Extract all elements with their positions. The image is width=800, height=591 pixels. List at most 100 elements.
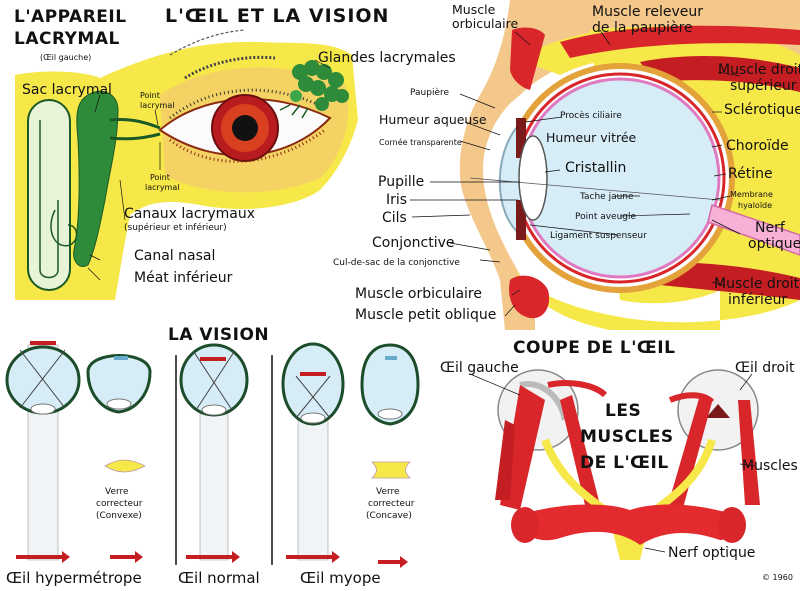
label-point-aveugle: Point aveugle: [575, 212, 637, 222]
label-muscle-petit-oblique: Muscle petit oblique: [355, 307, 496, 323]
label-cristallin: Cristallin: [565, 160, 626, 176]
label-muscle-orbiculaire-top-2: orbiculaire: [452, 16, 518, 31]
label-canaux: Canaux lacrymaux: [124, 206, 255, 222]
muscle-droit-inferieur: [660, 262, 800, 300]
eyebrow: [184, 55, 276, 80]
label-conjonctive: Conjonctive: [372, 235, 455, 251]
cristallin: [518, 135, 548, 221]
canal-inferieur: [109, 132, 161, 141]
label-humeur-vitree: Humeur vitrée: [546, 130, 637, 145]
lacrymal-leaders: [87, 59, 331, 281]
iris-upper: [516, 118, 526, 158]
label-normal: Œil normal: [178, 569, 260, 587]
lower-lashes: [169, 128, 326, 163]
muscle-releveur: [560, 25, 800, 58]
vision-hypermetrope: [5, 341, 81, 563]
lacrymal-illustration: [15, 29, 358, 300]
muscles-heading-1: LES: [605, 401, 641, 421]
glandes-lacrymales: [279, 60, 349, 119]
verre2-l2: correcteur: [368, 499, 415, 509]
coupe-heading: COUPE DE L'ŒIL: [513, 338, 675, 358]
label-nerf-1: Nerf: [755, 220, 786, 236]
label-pupille: Pupille: [378, 174, 424, 190]
vision-normal: [179, 343, 249, 563]
muscle-orbiculaire-top: [510, 27, 545, 90]
verre1-l3: (Convexe): [96, 511, 142, 521]
canal-loop: [50, 209, 78, 247]
label-proces-ciliaire: Procès ciliaire: [560, 110, 622, 121]
vision-hypermetrope-corrected: [86, 354, 152, 563]
iris-lower: [516, 200, 526, 240]
coupe-leaders: [410, 29, 741, 317]
label-membrane-2: hyaloïde: [738, 201, 772, 210]
muscles-illustration: [495, 369, 760, 560]
label-cul-de-sac: Cul-de-sac de la conjonctive: [333, 258, 460, 268]
label-point-inf-2: lacrymal: [145, 183, 179, 192]
label-droit-inf-1: Muscle droit: [714, 276, 800, 292]
hyper-lens: [30, 403, 56, 415]
hyper-arrow-bottom: [16, 555, 62, 559]
concave-lens: [371, 461, 411, 479]
label-sac-lacrymal: Sac lacrymal: [22, 82, 112, 98]
label-membrane-1: Membrane: [730, 190, 773, 199]
label-muscles: Muscles: [742, 458, 798, 474]
footer-year: © 1960: [762, 573, 793, 582]
label-glandes: Glandes lacrymales: [318, 50, 456, 66]
label-oeil-droit: Œil droit: [735, 360, 795, 376]
label-droit-inf-2: inférieur: [728, 292, 787, 308]
label-releveur-1: Muscle releveur: [592, 4, 703, 20]
label-point-sup-2: lacrymal: [140, 101, 174, 110]
label-muscle-orbiculaire: Muscle orbiculaire: [355, 286, 482, 302]
label-choroide: Choroïde: [726, 138, 789, 154]
muscle-petit-oblique: [509, 275, 550, 319]
label-retine: Rétine: [728, 166, 773, 182]
retine: [519, 77, 721, 279]
label-humeur-aqueuse: Humeur aqueuse: [379, 112, 487, 127]
vision-heading: LA VISION: [168, 325, 269, 345]
myope-corr-eye: [360, 343, 420, 426]
label-droit-sup-2: supérieur: [730, 78, 797, 94]
muscles-leaders: [469, 373, 756, 553]
coupe-illustration: [459, 0, 800, 330]
muscle-droit-superieur: [640, 56, 800, 92]
lacrymal-heading-1: L'APPAREIL: [14, 7, 127, 27]
label-myope: Œil myope: [300, 569, 381, 587]
label-releveur-2: de la paupière: [592, 20, 693, 36]
label-hypermetrope: Œil hypermétrope: [6, 569, 142, 587]
lacrymal-sub: (Œil gauche): [40, 53, 91, 62]
label-paupiere: Paupière: [410, 87, 449, 98]
label-ligament: Ligament suspenseur: [550, 231, 647, 241]
label-iris: Iris: [386, 192, 407, 208]
label-sclerotique: Sclérotique: [724, 102, 800, 118]
label-muscle-orbiculaire-top-1: Muscle: [452, 2, 496, 17]
convex-lens: [104, 459, 146, 473]
nasal-cavity: [27, 99, 71, 291]
label-canaux-sub: (supérieur et inférieur): [124, 222, 227, 233]
muscle-base-ring: [519, 504, 740, 545]
vision-dividers: [175, 355, 273, 565]
vision-myope-corrected: [360, 343, 420, 568]
canal-superieur: [109, 118, 161, 130]
label-point-inf-1: Point: [150, 173, 170, 182]
hyper-corr-eye: [86, 354, 152, 414]
sac-lacrymal: [73, 90, 119, 267]
hyper-arrow-top: [30, 341, 56, 345]
nasal-inner: [39, 120, 59, 279]
label-droit-sup-1: Muscle droit: [718, 62, 800, 78]
lacrymal-heading-2: LACRYMAL: [14, 29, 120, 49]
feather-decoration: [169, 29, 246, 56]
page-title: L'ŒIL ET LA VISION: [165, 5, 389, 27]
label-point-sup-1: Point: [140, 91, 160, 100]
verre1-l2: correcteur: [96, 499, 143, 509]
vision-myope: [281, 342, 345, 563]
label-meat: Méat inférieur: [134, 270, 233, 286]
label-cornee: Cornée transparente: [379, 137, 462, 147]
label-nerf-optique: Nerf optique: [668, 545, 755, 561]
nerf-optique-coupe: [707, 204, 800, 256]
verre2-l3: (Concave): [366, 511, 412, 521]
verre1-l1: Verre: [105, 487, 129, 497]
label-tache-jaune: Tache jaune: [579, 192, 634, 202]
verre2-l1: Verre: [376, 487, 400, 497]
pupil: [232, 115, 258, 141]
